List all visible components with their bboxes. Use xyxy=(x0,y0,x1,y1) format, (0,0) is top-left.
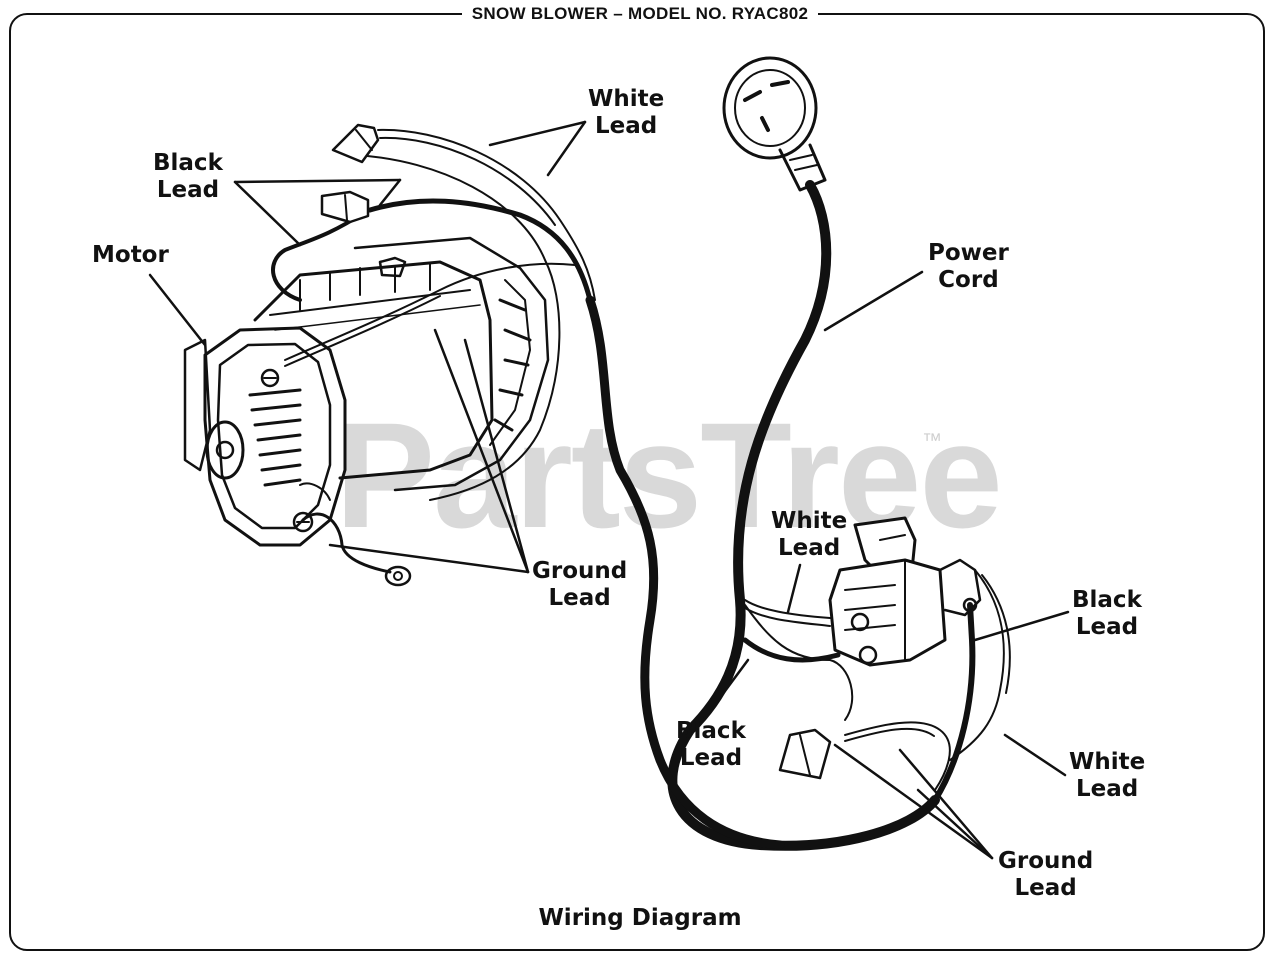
power-plug xyxy=(722,56,827,192)
page-title: SNOW BLOWER – MODEL NO. RYAC802 xyxy=(461,0,819,28)
diagram-caption: Wiring Diagram xyxy=(538,905,742,931)
label-motor: Motor xyxy=(92,242,169,268)
motor-lead-bundle xyxy=(585,295,785,850)
header: SNOW BLOWER – MODEL NO. RYAC802 xyxy=(0,0,1280,28)
motor-white-lead xyxy=(377,128,596,301)
switch-illustration xyxy=(828,516,982,667)
motor-black-lead xyxy=(367,198,593,303)
switch-white-lead xyxy=(744,599,831,619)
watermark-tm: ™ xyxy=(922,430,942,452)
motor-illustration xyxy=(183,236,550,587)
